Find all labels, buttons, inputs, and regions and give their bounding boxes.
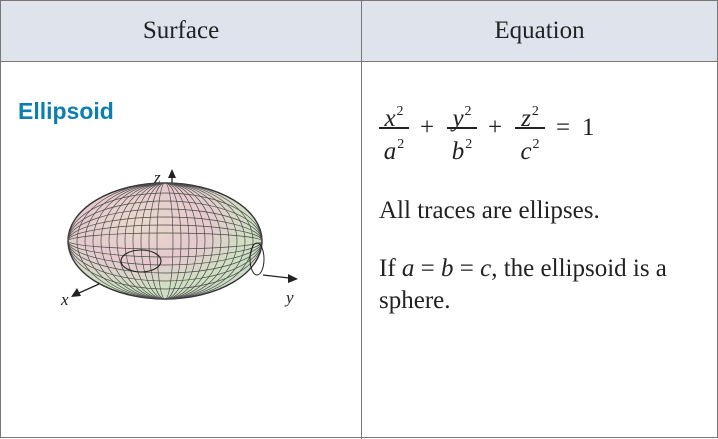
x-fraction: x2 a2 bbox=[378, 96, 410, 165]
ellipsoid-body bbox=[67, 182, 263, 300]
equals-sign: = bbox=[556, 114, 571, 141]
z-axis-label: z bbox=[153, 168, 161, 187]
equation-rhs: 1 bbox=[582, 114, 595, 141]
z-axis-arrowhead bbox=[168, 169, 176, 178]
x-axis-label: x bbox=[60, 290, 69, 309]
ellipsoid-mesh bbox=[68, 183, 262, 299]
plus-sign-1: + bbox=[420, 114, 435, 141]
y-axis-line bbox=[262, 274, 290, 279]
z-fraction: z2 c2 bbox=[514, 96, 546, 165]
table-header: Surface Equation bbox=[1, 1, 717, 62]
equation-column-header: Equation bbox=[494, 17, 585, 44]
x-axis-line bbox=[78, 283, 100, 294]
traces-description: All traces are ellipses. bbox=[379, 197, 600, 224]
sphere-condition: If a = b = c, the ellipsoid is a sphere. bbox=[379, 255, 667, 314]
y-axis-label: y bbox=[284, 288, 294, 307]
y-fraction: y2 b2 bbox=[446, 96, 478, 165]
ellipsoid-figure: z x y bbox=[60, 168, 298, 309]
column-divider bbox=[361, 61, 362, 439]
x-axis-arrowhead bbox=[71, 288, 81, 297]
y-axis-arrowhead bbox=[288, 274, 298, 283]
plus-sign-2: + bbox=[488, 114, 503, 141]
axis-trace bbox=[120, 249, 162, 273]
surface-name: Ellipsoid bbox=[18, 98, 114, 124]
side-trace bbox=[249, 242, 265, 276]
surface-column-header: Surface bbox=[1, 1, 362, 61]
